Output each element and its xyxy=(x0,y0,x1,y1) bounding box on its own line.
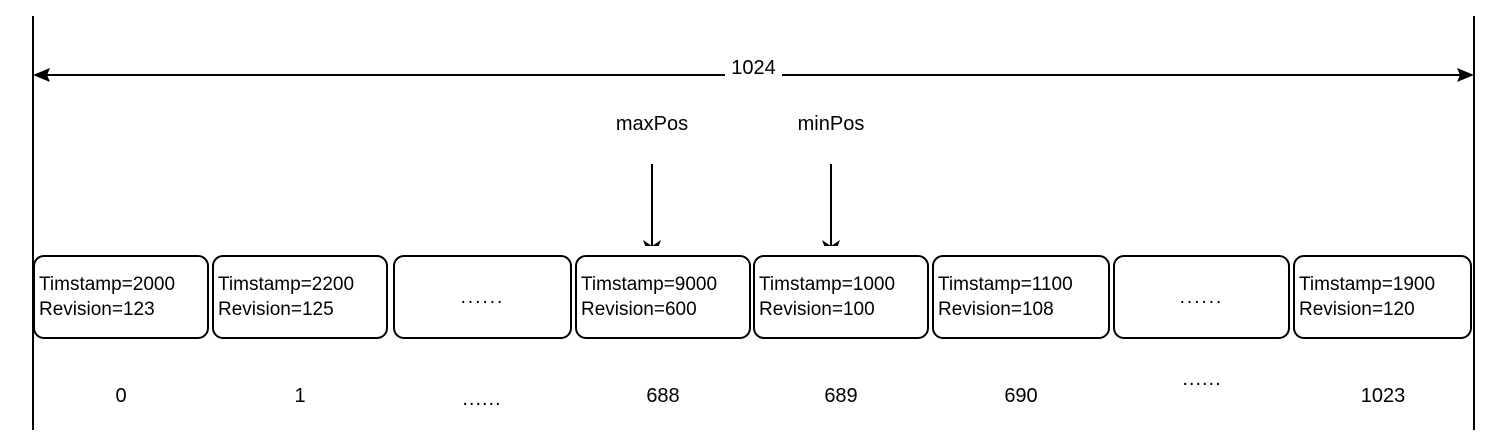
cell-revision: Revision=125 xyxy=(218,299,334,320)
cell-revision: Revision=108 xyxy=(938,299,1054,320)
pointer-minpos-label: minPos xyxy=(797,113,865,135)
right-boundary-line xyxy=(1473,16,1475,430)
buffer-cell-ellipsis[interactable]: ...... xyxy=(393,255,572,339)
buffer-cell[interactable]: Timstamp=9000 Revision=600 xyxy=(575,255,751,339)
cell-timestamp: Timstamp=2000 xyxy=(39,274,176,295)
span-measure-value: 1024 xyxy=(725,57,782,79)
pointer-minpos-arrow-icon xyxy=(751,136,911,246)
index-label: 0 xyxy=(115,385,127,407)
buffer-cell[interactable]: Timstamp=2000 Revision=123 xyxy=(33,255,209,339)
index-label: 688 xyxy=(646,385,680,407)
buffer-cell[interactable]: Timstamp=1000 Revision=100 xyxy=(753,255,929,339)
buffer-cell[interactable]: Timstamp=2200 Revision=125 xyxy=(212,255,388,339)
buffer-cell[interactable]: Timstamp=1100 Revision=108 xyxy=(932,255,1110,339)
cell-timestamp: Timstamp=1000 xyxy=(759,274,896,295)
cell-timestamp: Timstamp=1100 xyxy=(938,274,1073,295)
index-label-ellipsis: ...... xyxy=(462,388,502,410)
cell-ellipsis-label: ...... xyxy=(1179,286,1224,308)
left-boundary-line xyxy=(32,16,34,430)
cell-revision: Revision=123 xyxy=(39,299,155,320)
index-label-ellipsis: ...... xyxy=(1182,368,1222,390)
buffer-cell[interactable]: Timstamp=1900 Revision=120 xyxy=(1293,255,1472,339)
cell-timestamp: Timstamp=2200 xyxy=(218,274,355,295)
cell-revision: Revision=600 xyxy=(581,299,697,320)
pointer-maxpos-label: maxPos xyxy=(615,113,689,135)
index-label: 1 xyxy=(294,385,306,407)
pointer-minpos: minPos xyxy=(751,112,911,246)
cell-timestamp: Timstamp=1900 xyxy=(1299,274,1436,295)
cell-ellipsis-label: ...... xyxy=(460,286,505,308)
cell-revision: Revision=120 xyxy=(1299,299,1415,320)
buffer-cell-ellipsis[interactable]: ...... xyxy=(1113,255,1290,339)
cell-revision: Revision=100 xyxy=(759,299,875,320)
span-measure-label: 1024 xyxy=(32,57,1475,79)
index-label: 689 xyxy=(824,385,858,407)
pointer-maxpos-arrow-icon xyxy=(572,136,732,246)
pointer-maxpos: maxPos xyxy=(572,112,732,246)
index-label: 1023 xyxy=(1360,385,1406,407)
buffer-cell-row: Timstamp=2000 Revision=123 Timstamp=2200… xyxy=(0,255,1508,339)
index-label: 690 xyxy=(1004,385,1038,407)
cell-timestamp: Timstamp=9000 xyxy=(581,274,718,295)
